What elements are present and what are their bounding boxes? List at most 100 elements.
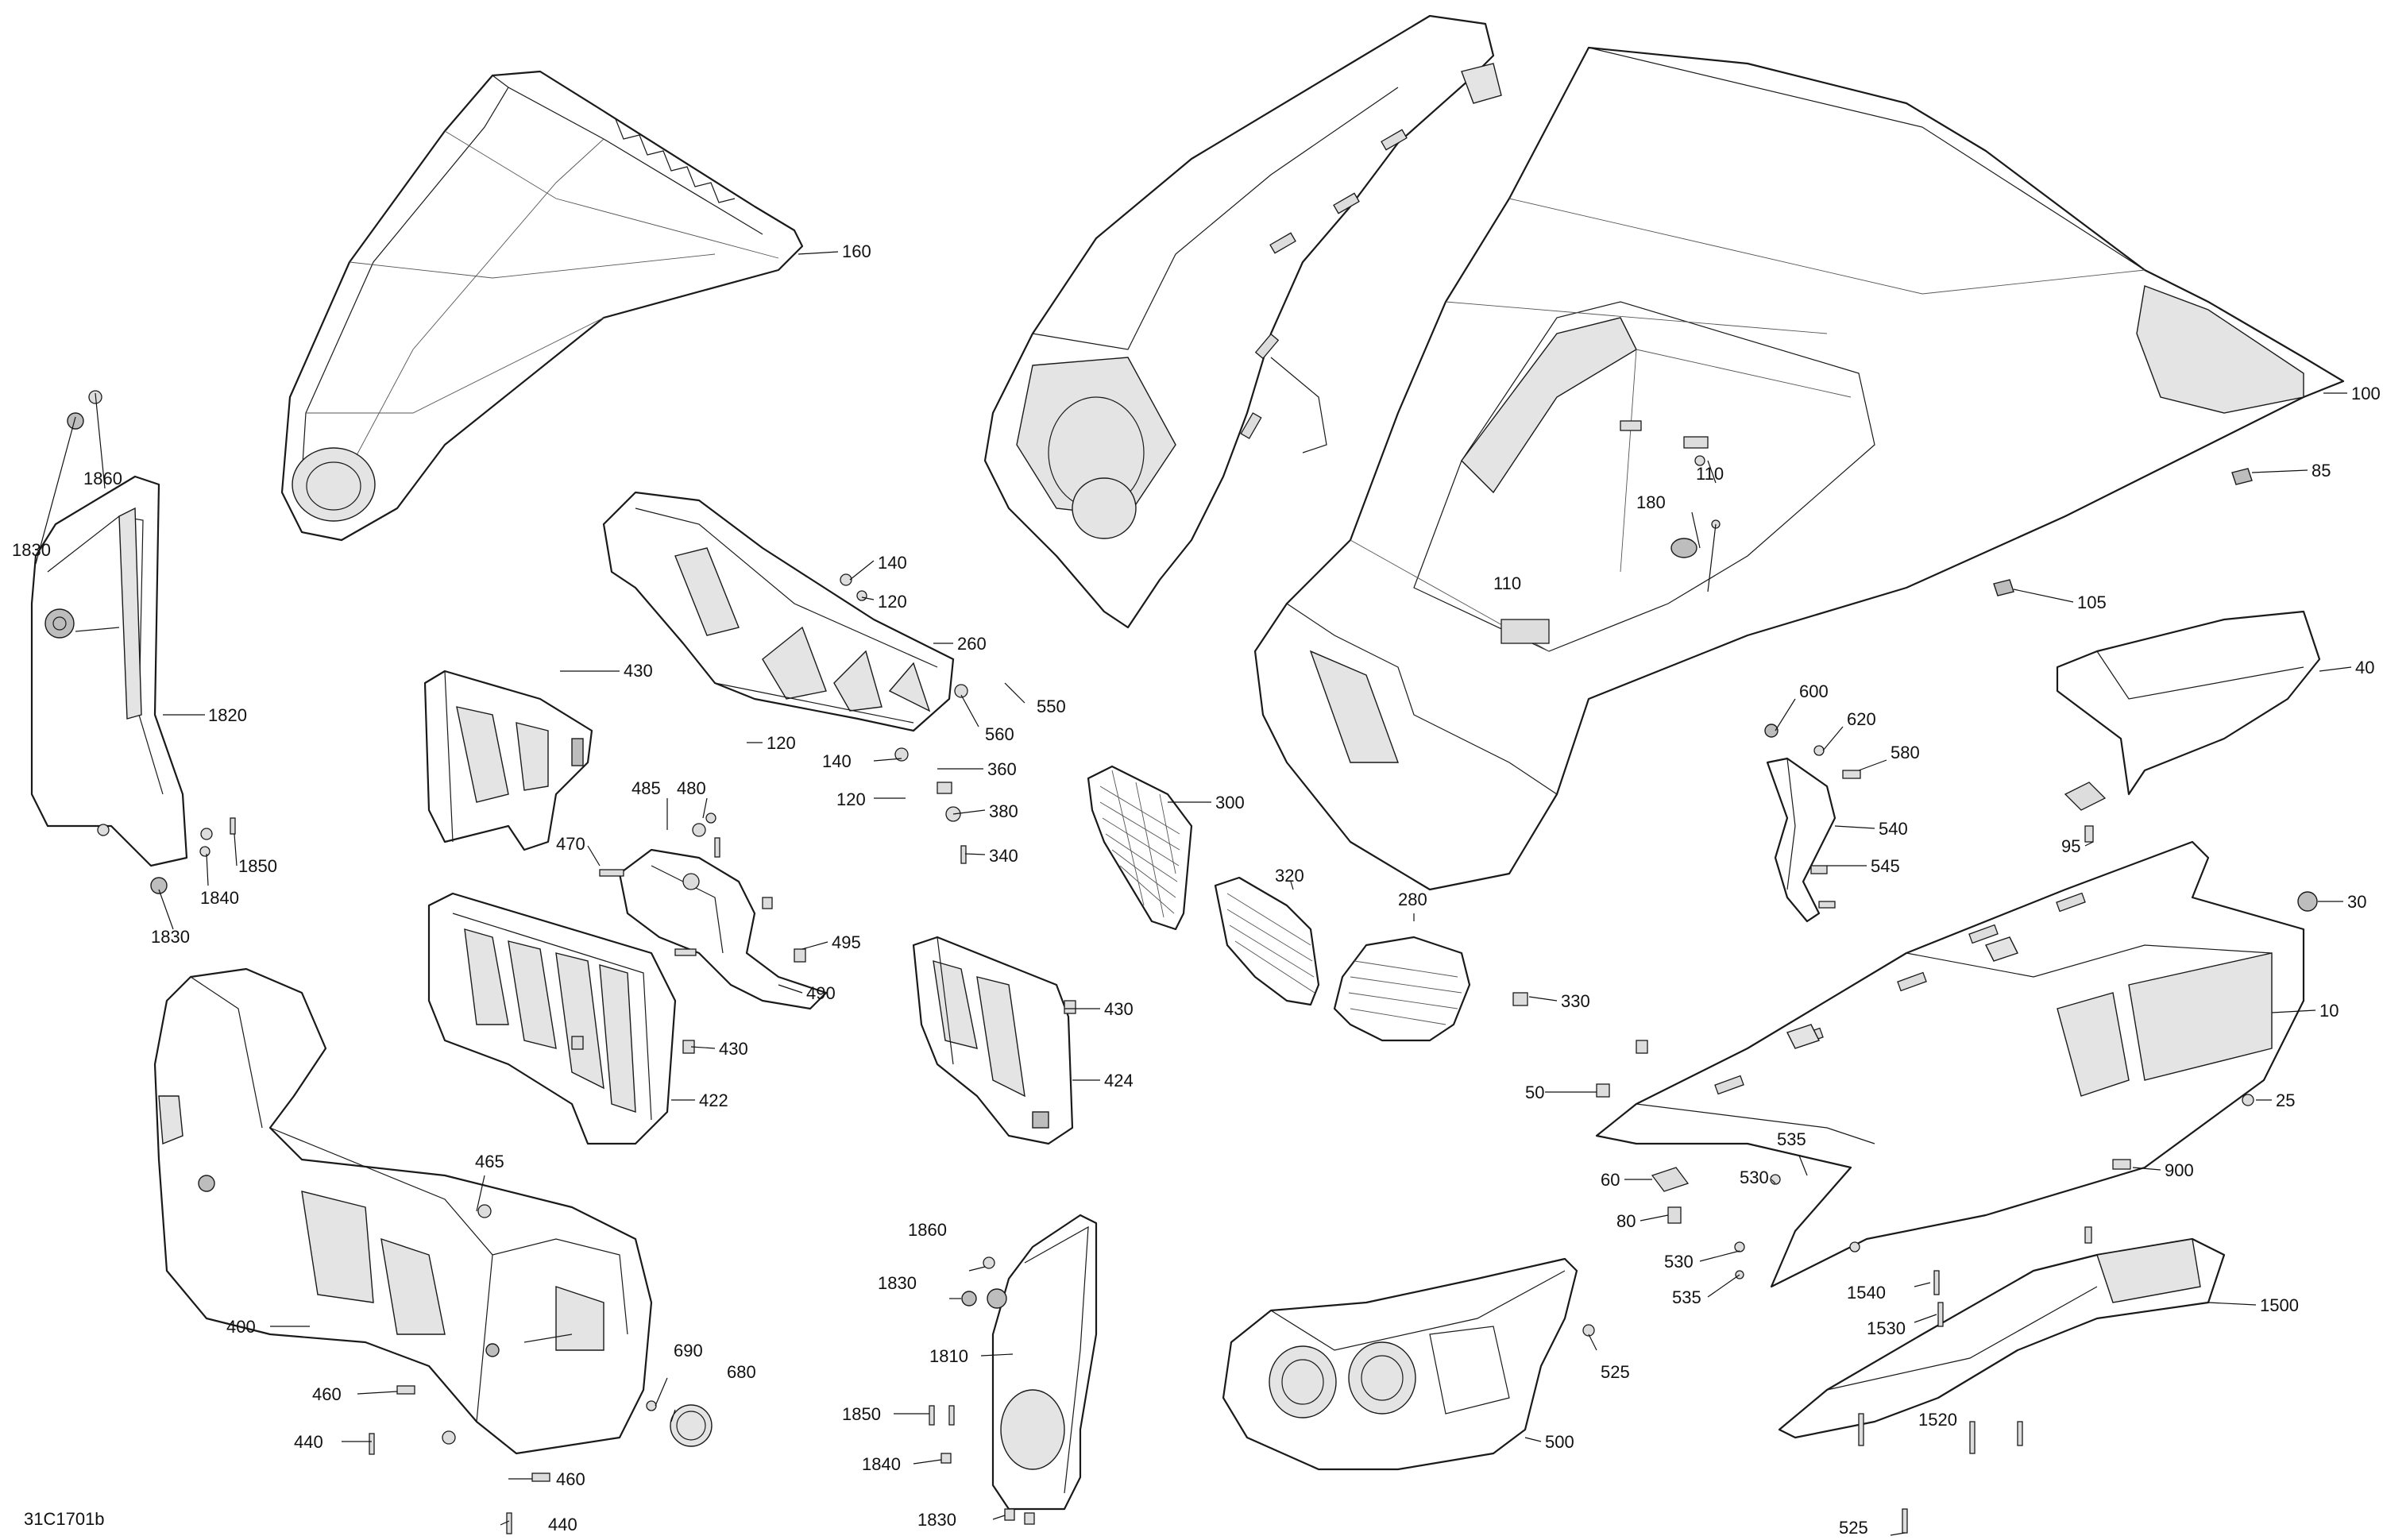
callout-1810: 1810 [929, 1346, 968, 1366]
part-100-front-hood [1253, 46, 2345, 891]
callout-535-b: 535 [1672, 1287, 1701, 1307]
callout-1840: 1840 [200, 888, 239, 908]
callout-550: 550 [1037, 697, 1066, 716]
callout-1840-b: 1840 [862, 1454, 901, 1474]
callout-430-b: 430 [719, 1039, 748, 1059]
callout-500: 500 [1545, 1432, 1574, 1452]
callout-160: 160 [842, 241, 871, 261]
callout-380: 380 [989, 801, 1018, 821]
callout-95: 95 [2061, 836, 2080, 856]
callout-530: 530 [1740, 1168, 1769, 1187]
callout-560: 560 [985, 724, 1014, 744]
part-490-plate [618, 848, 828, 1010]
callout-1830-b: 1830 [151, 927, 190, 947]
callout-labels: 160 1860 1830 1820 1850 1840 1830 140 12… [12, 241, 2381, 1538]
callout-525-b: 525 [1839, 1518, 1868, 1538]
callout-480: 480 [677, 778, 706, 798]
part-1810-side-panel [987, 1214, 1098, 1511]
callout-100: 100 [2351, 384, 2381, 403]
callout-460: 460 [312, 1384, 342, 1404]
callout-540: 540 [1879, 819, 1908, 839]
callout-300: 300 [1215, 793, 1245, 812]
callout-900: 900 [2165, 1160, 2194, 1180]
callout-105: 105 [2077, 592, 2107, 612]
callout-1830-d: 1830 [917, 1510, 956, 1530]
callout-260: 260 [957, 634, 987, 654]
callout-424: 424 [1104, 1071, 1134, 1090]
callout-1860-b: 1860 [908, 1220, 947, 1240]
hardware-items [67, 390, 2318, 1534]
callout-485: 485 [631, 778, 661, 798]
callout-340: 340 [989, 846, 1018, 866]
callout-525: 525 [1601, 1362, 1630, 1382]
callout-320: 320 [1275, 866, 1304, 886]
callout-85: 85 [2312, 461, 2331, 481]
callout-1540: 1540 [1847, 1283, 1886, 1303]
part-540-bracket [1766, 757, 1836, 923]
callout-1850: 1850 [238, 856, 277, 876]
callout-40: 40 [2355, 658, 2374, 677]
callout-422: 422 [699, 1090, 728, 1110]
callout-1820: 1820 [208, 705, 247, 725]
part-400-lower-bumper [153, 967, 653, 1455]
callout-545: 545 [1871, 856, 1900, 876]
callout-140: 140 [878, 553, 907, 573]
callout-120-b: 120 [767, 733, 796, 753]
part-424-grille [912, 936, 1074, 1145]
callout-360: 360 [987, 759, 1017, 779]
drawing-code: 31C1701b [24, 1509, 105, 1529]
callout-460-b: 460 [556, 1469, 585, 1489]
callout-440-b: 440 [548, 1515, 577, 1534]
callout-600: 600 [1799, 681, 1829, 701]
callout-60: 60 [1601, 1170, 1620, 1190]
callout-280: 280 [1398, 890, 1427, 909]
callout-330: 330 [1561, 991, 1590, 1011]
callout-440: 440 [294, 1432, 323, 1452]
part-front-left-fender [983, 14, 1502, 629]
callout-110: 110 [1696, 464, 1724, 484]
part-430-bracket [423, 670, 593, 851]
part-40-panel [2056, 610, 2321, 796]
callout-110-b: 110 [1493, 573, 1521, 593]
callout-620: 620 [1847, 709, 1876, 729]
callout-1520: 1520 [1918, 1410, 1957, 1430]
callout-120-c: 120 [836, 789, 866, 809]
callout-1500: 1500 [2260, 1295, 2299, 1315]
callout-430: 430 [624, 661, 653, 681]
callout-1830: 1830 [12, 540, 51, 560]
part-280-mesh-grille [1333, 936, 1471, 1042]
callout-400: 400 [226, 1317, 256, 1337]
callout-470: 470 [556, 834, 585, 854]
callout-1850-b: 1850 [842, 1404, 881, 1424]
callout-490: 490 [806, 983, 836, 1003]
part-1500-lower-trim [1778, 1237, 2226, 1439]
callout-10: 10 [2319, 1001, 2339, 1021]
callout-680: 680 [727, 1362, 756, 1382]
callout-690: 690 [674, 1341, 703, 1361]
callout-465: 465 [475, 1152, 504, 1171]
part-260-grille-bracket [602, 491, 955, 732]
callout-50: 50 [1525, 1083, 1544, 1102]
callout-495: 495 [832, 932, 861, 952]
callout-430-c: 430 [1104, 999, 1134, 1019]
callout-1860: 1860 [83, 469, 122, 488]
part-320-mesh-grille [1214, 876, 1320, 1006]
part-10-right-fender [1595, 840, 2305, 1288]
callout-1530: 1530 [1867, 1318, 1906, 1338]
part-680-cap [670, 1404, 713, 1447]
part-422-grille-frame [427, 892, 677, 1145]
callout-140-b: 140 [822, 751, 852, 771]
callout-25: 25 [2276, 1090, 2295, 1110]
callout-530-b: 530 [1664, 1252, 1694, 1272]
part-300-mesh-grille [1087, 765, 1193, 931]
leader-lines [35, 251, 2352, 1536]
callout-580: 580 [1891, 743, 1920, 762]
part-500-headlight-housing [1222, 1257, 1578, 1471]
callout-535: 535 [1777, 1129, 1806, 1149]
callout-1830-c: 1830 [878, 1273, 917, 1293]
callout-180: 180 [1636, 492, 1666, 512]
part-1820-left-side-panel [30, 475, 188, 867]
callout-80: 80 [1616, 1211, 1636, 1231]
callout-120: 120 [878, 592, 907, 612]
